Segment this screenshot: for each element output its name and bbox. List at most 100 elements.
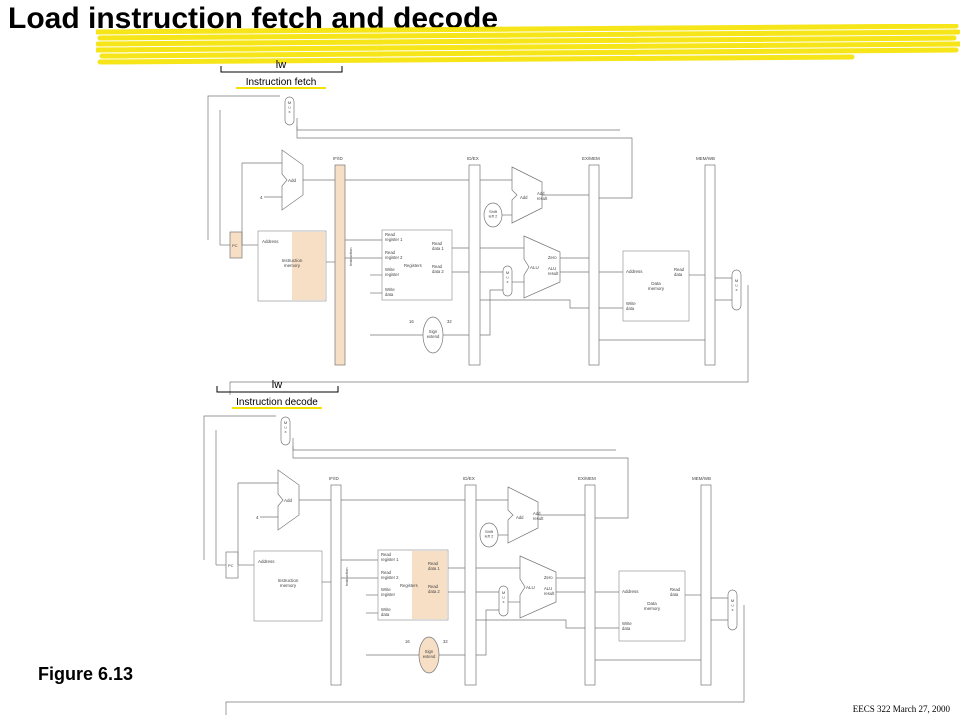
title-highlight [96, 24, 960, 65]
write-back-mux [731, 269, 742, 311]
mem-wb-label: MEM/WB [692, 476, 711, 481]
register-file [381, 229, 453, 301]
sign-extend-output-width: 32 [443, 639, 448, 644]
wire [225, 605, 745, 715]
branch-adder [511, 166, 543, 224]
if-id-label: IF/ID [329, 476, 339, 481]
ex-mem-label: EX/MEM [582, 156, 600, 161]
stage-label: Instruction decode [236, 397, 318, 408]
ex-mem-label: EX/MEM [578, 476, 596, 481]
pc-adder [281, 149, 304, 211]
ex-mem-register [588, 164, 600, 366]
instruction-memory-shade [292, 232, 325, 300]
stage-bracket [216, 386, 339, 393]
wire [296, 126, 620, 131]
if-id-register [330, 484, 342, 686]
instruction-name: lw [276, 59, 286, 71]
sign-extend-output-width: 32 [447, 319, 452, 324]
branch-adder [507, 486, 539, 544]
data-memory [622, 250, 690, 322]
wire [203, 415, 276, 560]
wire [292, 438, 629, 519]
mem-wb-register [704, 164, 716, 366]
mem-wb-register [700, 484, 712, 686]
pc-label: PC [232, 243, 238, 248]
branch-adder-label: Add [516, 515, 524, 520]
registers-label: Registers [404, 263, 422, 268]
pc-adder-label: Add [284, 498, 293, 503]
instruction-bus-label: Instruction [348, 248, 353, 266]
data-memory [618, 570, 686, 642]
sign-extend-input-width: 16 [409, 319, 414, 324]
alu-src-mux [502, 265, 513, 297]
stage-label: Instruction fetch [246, 77, 317, 88]
registers-label: Registers [400, 583, 418, 588]
id-ex-register [468, 164, 481, 366]
footer-text: EECS 322 March 27, 2000 [852, 704, 950, 714]
branch-adder-label: Add [520, 195, 528, 200]
instruction-memory-address: Address [258, 559, 275, 564]
pc-mux [284, 96, 295, 126]
alu-label: ALU [526, 585, 535, 590]
wire [229, 285, 749, 395]
alu [523, 235, 561, 299]
pc-adder-label: Add [288, 178, 297, 183]
alu-src-mux [498, 585, 509, 617]
constant-four: 4 [260, 195, 263, 200]
alu [519, 555, 557, 619]
wire [296, 118, 633, 199]
instruction-memory [253, 550, 323, 622]
id-ex-label: ID/EX [463, 476, 475, 481]
pc-adder [277, 469, 300, 531]
figure-label: Figure 6.13 [38, 664, 134, 684]
if-id-register [334, 164, 346, 366]
pc-mux [280, 416, 291, 446]
constant-four: 4 [256, 515, 259, 520]
instruction-name: lw [272, 379, 282, 391]
pc-label: PC [228, 563, 234, 568]
wire [480, 289, 503, 336]
if-id-label: IF/ID [333, 156, 343, 161]
stage-bracket [220, 66, 343, 73]
alu-zero-label: Zero [544, 575, 553, 580]
data-memory-address: Address [626, 269, 643, 274]
wire [207, 95, 280, 240]
ex-mem-register [584, 484, 596, 686]
id-ex-label: ID/EX [467, 156, 479, 161]
register-file-shade [412, 551, 447, 619]
data-memory-address: Address [622, 589, 639, 594]
alu-label: ALU [530, 265, 539, 270]
